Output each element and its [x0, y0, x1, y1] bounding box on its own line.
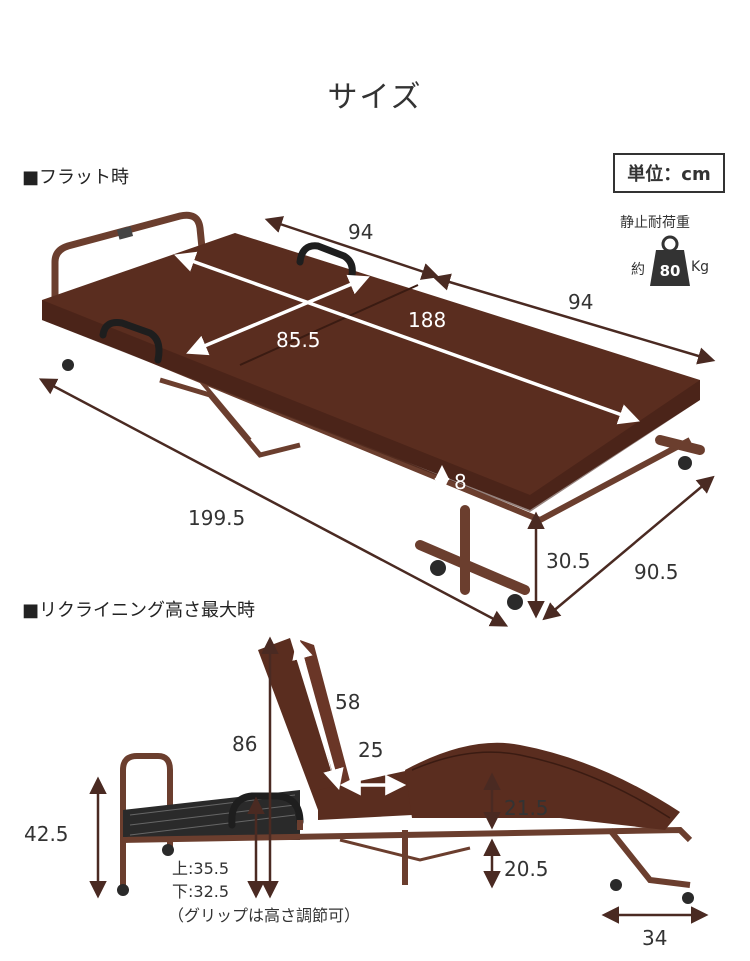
dim-caster: 34 — [642, 926, 668, 950]
unit-badge: 単位：cm — [613, 153, 725, 193]
dim-total-length: 199.5 — [188, 506, 246, 530]
dim-height: 30.5 — [546, 549, 591, 573]
dim-guard-height: 42.5 — [24, 822, 69, 846]
dim-width-right: 94 — [568, 290, 594, 314]
dim-total-width: 90.5 — [634, 560, 679, 584]
weight-icon — [650, 235, 690, 286]
dim-width-upper: 94 — [348, 220, 374, 244]
recline-bed — [89, 636, 709, 924]
page-title: サイズ — [327, 80, 423, 115]
grip-top-height: 上:35.5 — [172, 859, 230, 878]
section-flat-heading: ■フラット時 — [22, 167, 130, 188]
load-prefix: 約 — [631, 262, 645, 278]
dim-leg-lift: 21.5 — [504, 796, 549, 820]
flat-bed — [38, 211, 716, 627]
dim-thickness: 8 — [454, 470, 467, 494]
dim-depth: 85.5 — [276, 328, 321, 352]
dim-back-height: 86 — [232, 732, 258, 756]
dim-seat: 25 — [358, 738, 384, 762]
load-value: 80 — [659, 262, 681, 280]
grip-adjust-note: （グリップは高さ調節可） — [168, 906, 361, 925]
dim-length: 188 — [408, 308, 447, 332]
section-recline-heading: ■リクライニング高さ最大時 — [22, 600, 256, 621]
grip-bottom-height: 下:32.5 — [172, 882, 230, 901]
load-label: 静止耐荷重 — [620, 215, 690, 231]
load-suffix: Kg — [691, 259, 710, 275]
dim-backrest: 58 — [335, 690, 361, 714]
dim-frame-height: 20.5 — [504, 857, 549, 881]
